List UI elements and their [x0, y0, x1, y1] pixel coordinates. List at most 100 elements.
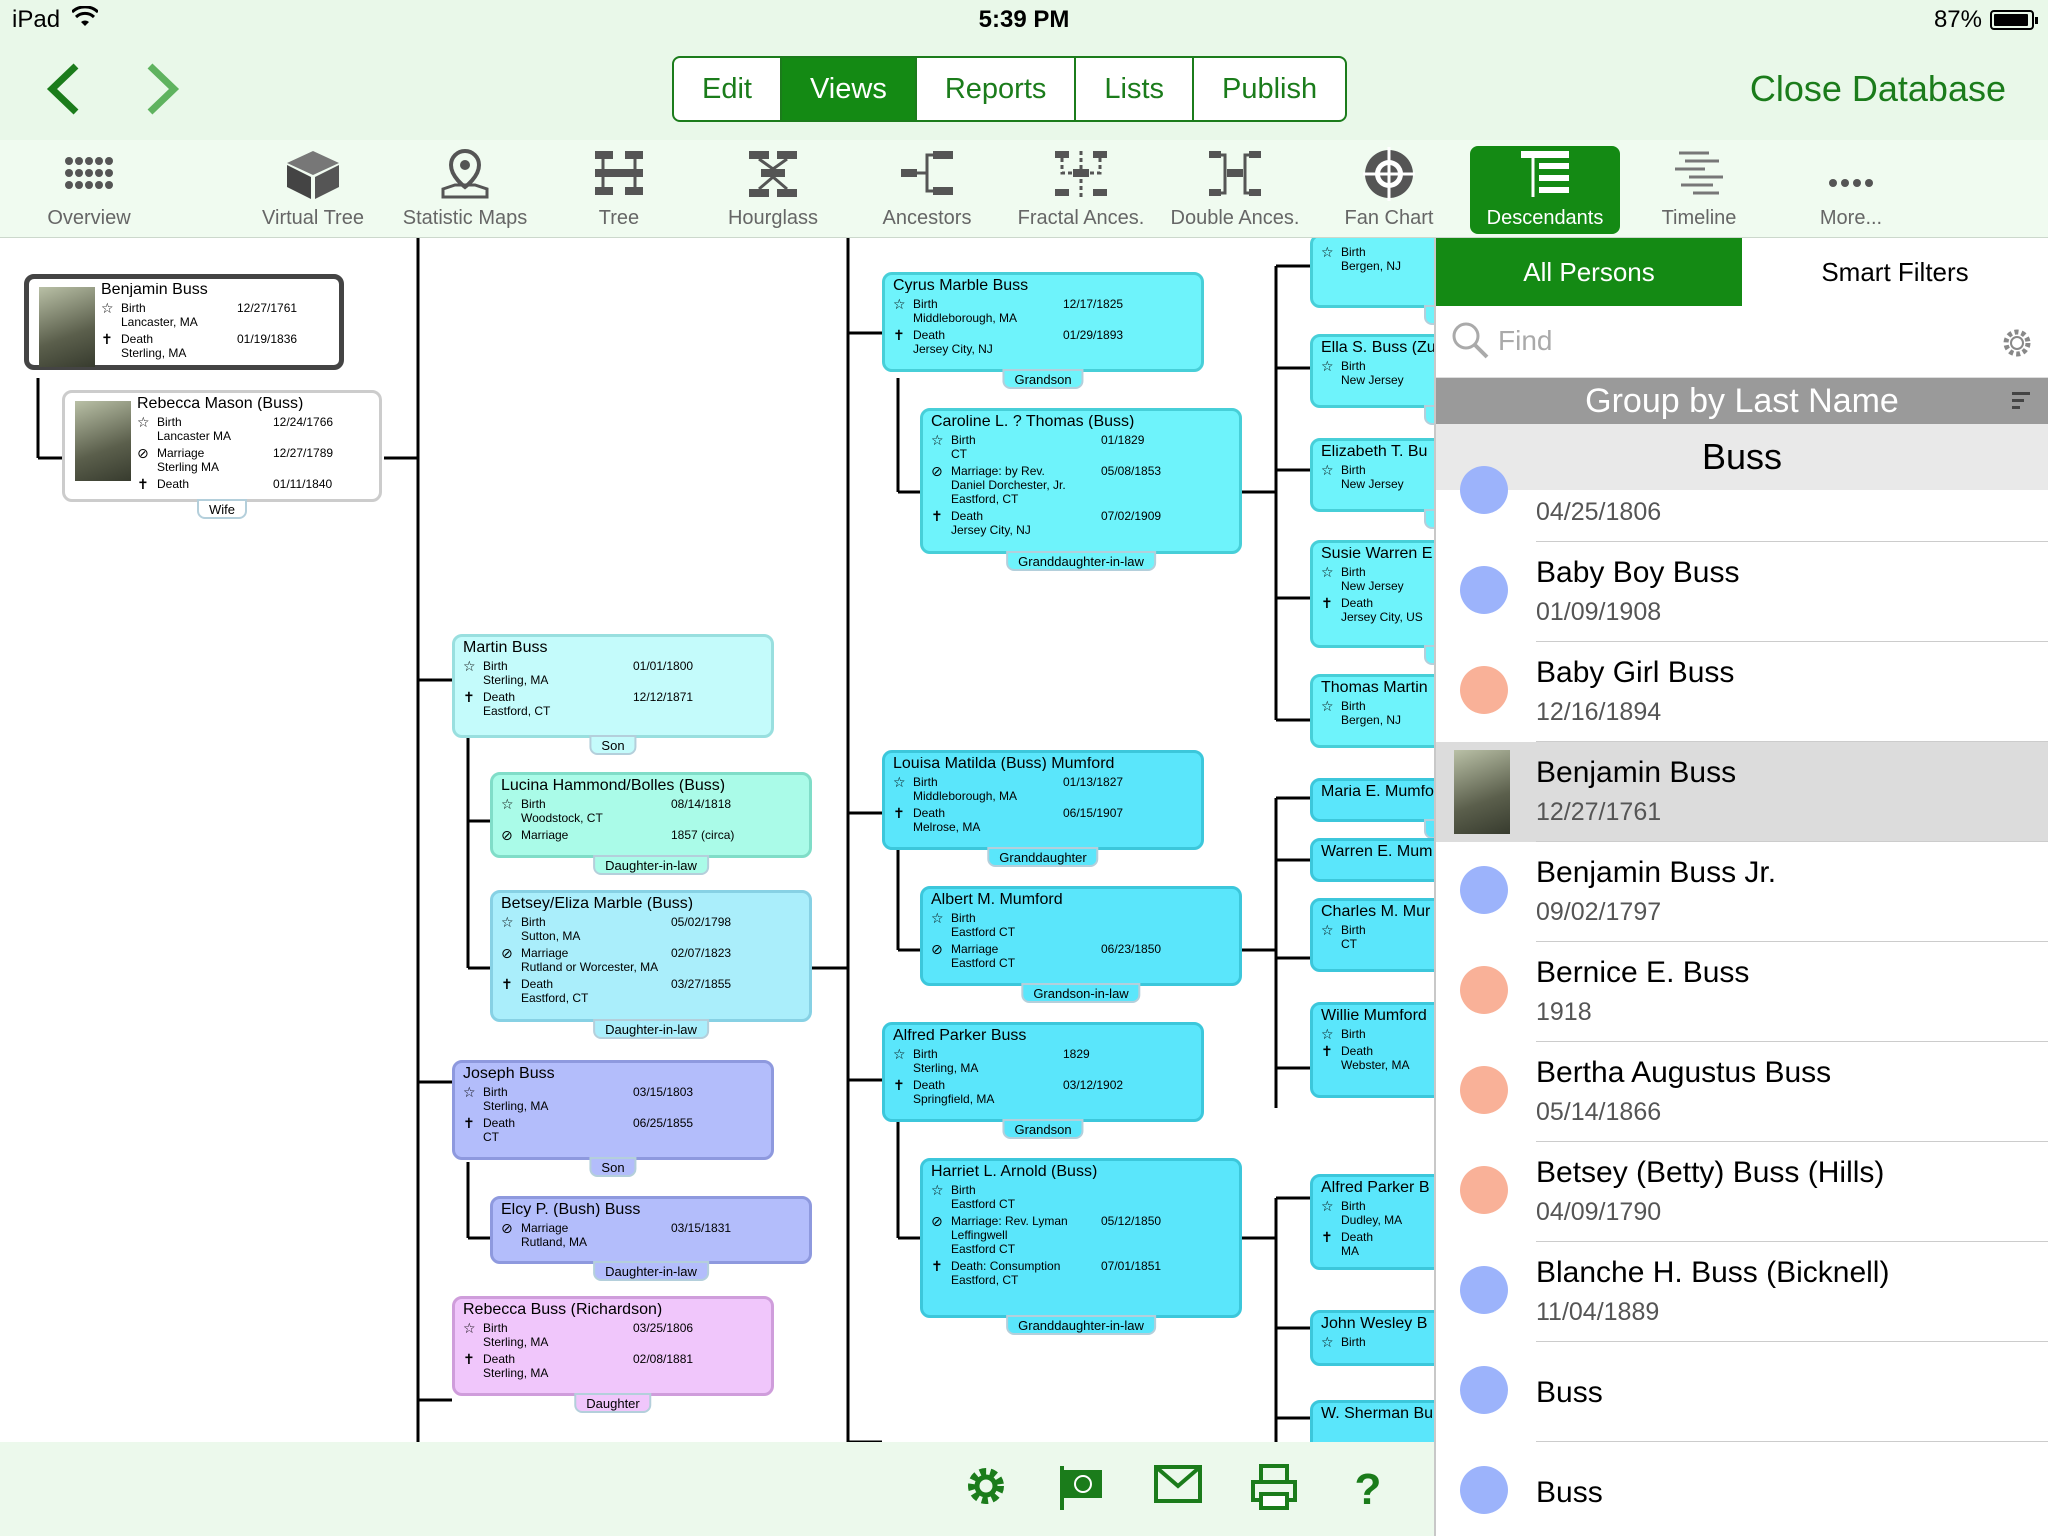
event-place: Marriage: by Rev. Daniel Dorchester, Jr.… — [951, 464, 1066, 506]
person-card[interactable]: Susie Warren E☆Birth New Jersey✝Death Je… — [1310, 540, 1434, 665]
event-place: Marriage Rutland, MA — [521, 1221, 588, 1249]
event-place: Birth — [1341, 1027, 1366, 1041]
toolbar-statistic-maps[interactable]: Statistic Maps — [390, 146, 540, 234]
person-card[interactable]: Elizabeth T. Bu☆Birth New JerseyGrea — [1310, 438, 1434, 529]
person-list-item[interactable]: Blanche H. Buss (Bicknell)11/04/1889 — [1436, 1242, 2048, 1342]
print-icon[interactable] — [1246, 1462, 1302, 1518]
person-list-date: 12/27/1761 — [1536, 798, 1662, 826]
toolbar-label: Descendants — [1486, 207, 1604, 229]
person-event: ☆Birth New Jersey — [1321, 463, 1434, 491]
person-card[interactable]: Elcy P. (Bush) Buss⊘Marriage Rutland, MA… — [490, 1196, 812, 1281]
female-avatar-icon — [1460, 966, 1508, 1014]
toolbar-virtual-tree[interactable]: Virtual Tree — [238, 146, 388, 234]
toolbar-ancestors[interactable]: Ancestors — [852, 146, 1002, 234]
tab-edit[interactable]: Edit — [674, 58, 782, 120]
person-list-date: 04/25/1806 — [1536, 498, 1662, 526]
person-card[interactable]: Rebecca Buss (Richardson)☆Birth Sterling… — [452, 1296, 774, 1413]
person-card[interactable]: Albert M. Mumford☆Birth Eastford CT⊘Marr… — [920, 886, 1242, 1003]
person-card[interactable]: W. Sherman Bu — [1310, 1400, 1434, 1442]
help-icon[interactable]: ? — [1354, 1465, 1382, 1514]
person-card[interactable]: Cyrus Marble Buss☆Birth Middleborough, M… — [882, 272, 1204, 389]
tab-all-persons[interactable]: All Persons — [1436, 238, 1742, 306]
birth-star-icon: ☆ — [1321, 922, 1334, 938]
tab-lists[interactable]: Lists — [1076, 58, 1195, 120]
relationship-badge: Granddaughter-in-law — [1006, 1315, 1156, 1335]
toolbar-timeline[interactable]: Timeline — [1624, 146, 1774, 234]
tab-reports[interactable]: Reports — [917, 58, 1077, 120]
person-photo — [39, 287, 95, 367]
toolbar-hourglass[interactable]: Hourglass — [698, 146, 848, 234]
person-name: Alfred Parker Buss — [893, 1029, 1027, 1043]
marriage-rings-icon: ⊘ — [931, 1213, 943, 1229]
toolbar-label: Double Ances. — [1170, 207, 1300, 229]
toolbar-tree[interactable]: Tree — [544, 146, 694, 234]
person-list-item[interactable]: 04/25/1806 — [1436, 442, 2048, 542]
event-date: 07/01/1851 — [1101, 1259, 1162, 1273]
birth-star-icon: ☆ — [501, 914, 514, 930]
toolbar-more[interactable]: More... — [1776, 146, 1926, 234]
female-avatar-icon — [1460, 666, 1508, 714]
event-date: 03/25/1806 — [633, 1321, 694, 1335]
gear-icon[interactable] — [958, 1462, 1014, 1518]
settings-gear-icon[interactable] — [2000, 326, 2034, 365]
tree-icon — [544, 146, 694, 202]
death-cross-icon: ✝ — [1321, 1043, 1333, 1059]
toolbar-fractal-ances[interactable]: Fractal Ances. — [1006, 146, 1156, 234]
person-card[interactable]: Lucina Hammond/Bolles (Buss)☆Birth Woods… — [490, 772, 812, 875]
relationship-badge: Daughter — [574, 1393, 652, 1413]
person-list-item[interactable]: Buss — [1436, 1442, 2048, 1536]
person-list-item[interactable]: Betsey (Betty) Buss (Hills)04/09/1790 — [1436, 1142, 2048, 1242]
birth-star-icon: ☆ — [893, 296, 906, 312]
back-arrow-icon[interactable] — [44, 62, 84, 126]
person-card[interactable]: John Wesley B☆BirthGr — [1310, 1310, 1434, 1366]
status-time: 5:39 PM — [978, 6, 1070, 33]
event-place: Death: Consumption Eastford, CT — [951, 1259, 1061, 1287]
person-card[interactable]: Harriet L. Arnold (Buss)☆Birth Eastford … — [920, 1158, 1242, 1335]
person-card[interactable]: ☆Birth Bergen, NJGrea — [1310, 238, 1434, 325]
tab-views[interactable]: Views — [781, 58, 917, 120]
person-name: W. Sherman Bu — [1321, 1407, 1434, 1421]
person-card[interactable]: Maria E. MumfoGrea — [1310, 778, 1434, 839]
toolbar-fan-chart[interactable]: Fan Chart — [1314, 146, 1464, 234]
mail-icon[interactable] — [1150, 1462, 1206, 1518]
person-card[interactable]: Charles M. Mur☆Birth CTGr — [1310, 898, 1434, 972]
person-list-item[interactable]: Benjamin Buss Jr.09/02/1797 — [1436, 842, 2048, 942]
toolbar-double-ances[interactable]: Double Ances. — [1160, 146, 1310, 234]
close-database-button[interactable]: Close Database — [1749, 68, 2006, 109]
person-list-item[interactable]: Buss — [1436, 1342, 2048, 1442]
toolbar-overview[interactable]: Overview — [14, 146, 164, 234]
person-card[interactable]: Willie Mumford☆Birth✝Death Webster, MAGr — [1310, 1002, 1434, 1098]
row-separator — [1536, 1141, 2048, 1142]
group-by-button[interactable]: Group by Last Name — [1436, 378, 2048, 424]
find-input[interactable] — [1498, 318, 1968, 364]
tab-smart-filters[interactable]: Smart Filters — [1742, 238, 2048, 306]
person-name: Alfred Parker B — [1321, 1181, 1430, 1195]
person-card[interactable]: Warren E. MumGr — [1310, 838, 1434, 882]
person-card[interactable]: Louisa Matilda (Buss) Mumford☆Birth Midd… — [882, 750, 1204, 867]
flag-icon[interactable] — [1054, 1462, 1110, 1518]
person-card[interactable]: Betsey/Eliza Marble (Buss)☆Birth Sutton,… — [490, 890, 812, 1039]
person-card[interactable]: Thomas Martin☆Birth Bergen, NJGr — [1310, 674, 1434, 748]
event-place: Birth Sterling, MA — [483, 1085, 549, 1113]
tab-publish[interactable]: Publish — [1222, 72, 1318, 105]
person-card[interactable]: Ella S. Buss (Zu☆Birth New JerseyGrea — [1310, 334, 1434, 425]
toolbar-descendants[interactable]: Descendants — [1470, 146, 1620, 234]
person-card[interactable]: Alfred Parker B☆Birth Dudley, MA✝Death M… — [1310, 1174, 1434, 1270]
forward-arrow-icon[interactable] — [142, 62, 182, 126]
